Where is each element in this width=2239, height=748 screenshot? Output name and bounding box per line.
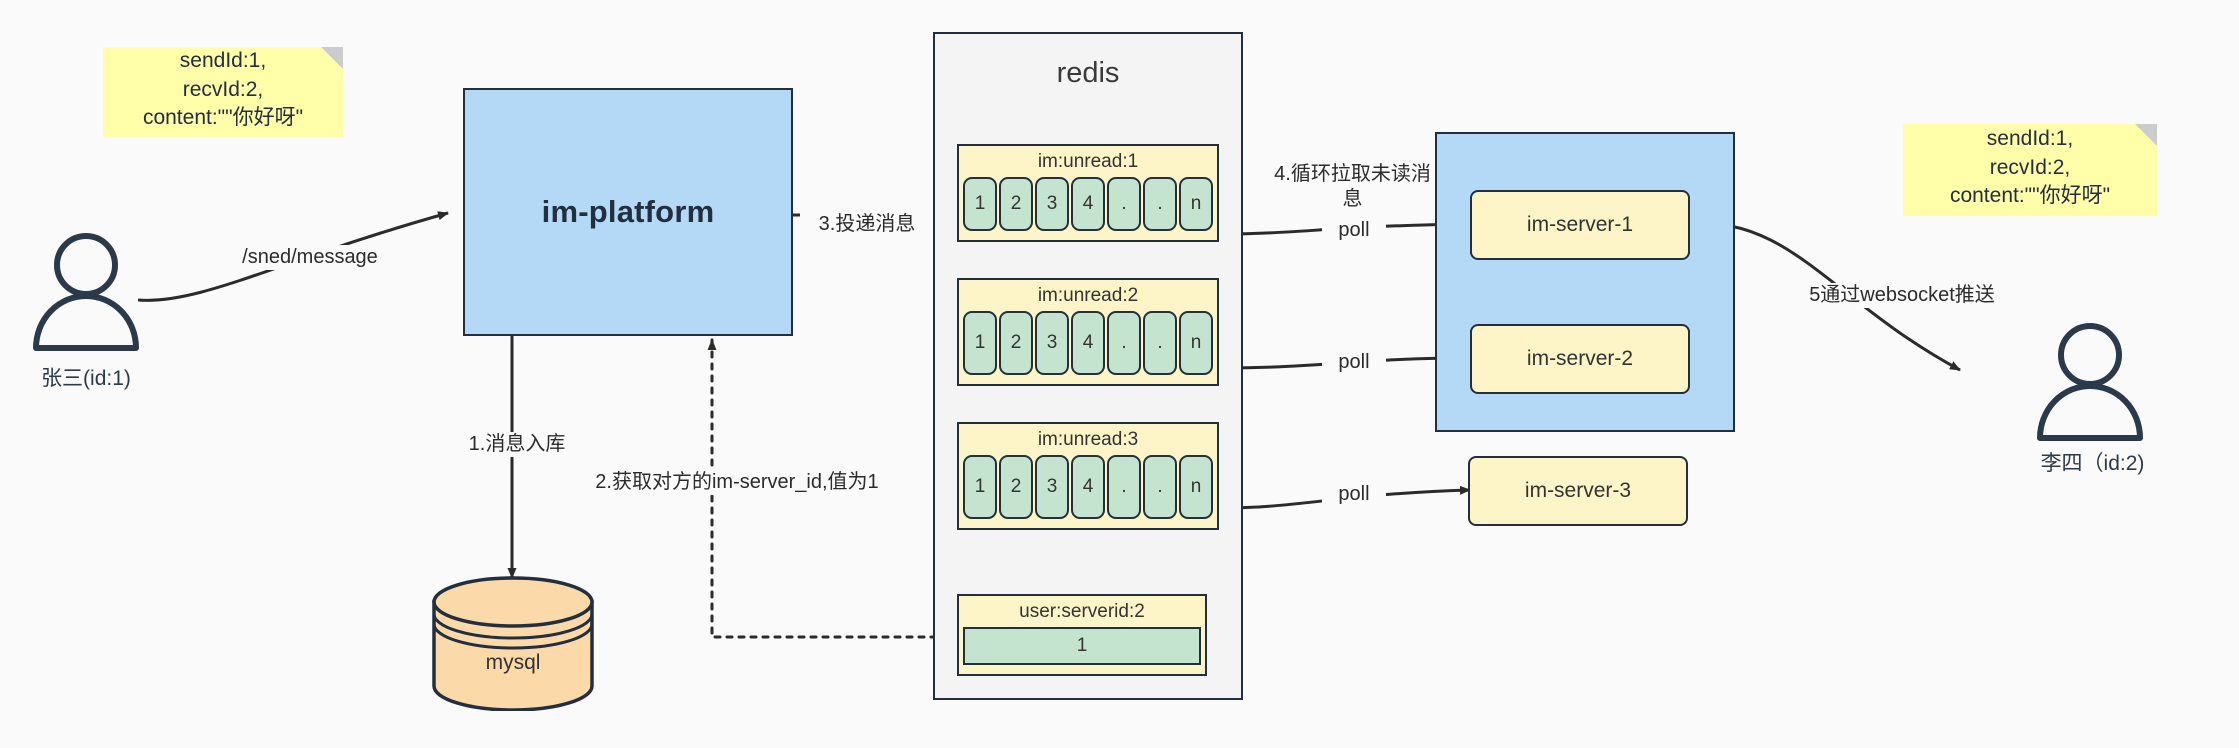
redis-cell[interactable]: . <box>1107 311 1141 375</box>
sticky-note-left: sendId:1, recvId:2, content:""你好呀" <box>103 47 343 137</box>
mysql-label-wrap: mysql <box>428 648 598 678</box>
sticky-note-left-text: sendId:1, recvId:2, content:""你好呀" <box>142 49 304 130</box>
redis-cell[interactable]: . <box>1143 177 1177 231</box>
im-server-3-box[interactable]: im-server-3 <box>1468 456 1688 526</box>
redis-cell[interactable]: n <box>1179 455 1213 519</box>
im-server-cluster: im-server-1 im-server-2 <box>1435 132 1735 432</box>
edge-label-poll-2: poll <box>1322 350 1386 375</box>
im-server-3-label: im-server-3 <box>1524 479 1632 502</box>
im-server-1-label: im-server-1 <box>1526 213 1634 236</box>
user-icon <box>33 233 139 351</box>
redis-cells-3: 1 2 3 4 . . n <box>959 455 1217 523</box>
redis-title-wrap: redis <box>935 34 1241 112</box>
database-cylinder-icon <box>432 576 594 712</box>
redis-key-block-3[interactable]: im:unread:3 1 2 3 4 . . n <box>957 422 1219 530</box>
sticky-note-right: sendId:1, recvId:2, content:""你好呀" <box>1903 124 2157 216</box>
actor-sender <box>26 230 146 360</box>
note-fold-corner-icon <box>2135 124 2157 146</box>
im-server-2-box[interactable]: im-server-2 <box>1470 324 1690 394</box>
redis-cell[interactable]: 1 <box>963 311 997 375</box>
redis-cell[interactable]: . <box>1107 177 1141 231</box>
im-server-1-box[interactable]: im-server-1 <box>1470 190 1690 260</box>
edge-label-step4: 4.循环拉取未读消 息 <box>1258 162 1447 212</box>
redis-cell[interactable]: 3 <box>1035 311 1069 375</box>
redis-cells-1: 1 2 3 4 . . n <box>959 177 1217 235</box>
user-icon <box>2037 323 2143 441</box>
redis-key-label-1: im:unread:1 <box>1037 151 1139 172</box>
edge-label-poll-1: poll <box>1322 218 1386 243</box>
redis-key-block-1[interactable]: im:unread:1 1 2 3 4 . . n <box>957 144 1219 242</box>
mysql-database[interactable]: mysql <box>428 576 598 712</box>
edge-label-step3: 3.投递消息 <box>800 212 934 237</box>
actor-receiver-label: 李四（id:2) <box>2040 452 2145 475</box>
im-platform-box[interactable]: im-platform <box>463 88 793 336</box>
redis-cell[interactable]: 2 <box>999 455 1033 519</box>
redis-cell[interactable]: . <box>1143 311 1177 375</box>
edge-label-step2: 2.获取对方的im-server_id,值为1 <box>570 470 904 495</box>
redis-cell[interactable]: 4 <box>1071 311 1105 375</box>
redis-cells-2: 1 2 3 4 . . n <box>959 311 1217 379</box>
redis-cell[interactable]: n <box>1179 311 1213 375</box>
redis-cell[interactable]: 3 <box>1035 177 1069 231</box>
redis-cell[interactable]: 1 <box>963 177 997 231</box>
redis-container: redis im:unread:1 1 2 3 4 . . n im:unrea… <box>933 32 1243 700</box>
redis-cell[interactable]: . <box>1143 455 1177 519</box>
redis-cell[interactable]: 1 <box>963 455 997 519</box>
actor-sender-label: 张三(id:1) <box>41 367 131 390</box>
redis-cell[interactable]: 3 <box>1035 455 1069 519</box>
note-fold-corner-icon <box>321 47 343 69</box>
redis-cell[interactable]: 2 <box>999 177 1033 231</box>
redis-cell[interactable]: . <box>1107 455 1141 519</box>
edge-label-send-message: /sned/message <box>228 245 392 270</box>
edge-label-poll-3: poll <box>1322 482 1386 507</box>
actor-receiver <box>2030 320 2150 445</box>
redis-cell[interactable]: n <box>1179 177 1213 231</box>
redis-serverid-block[interactable]: user:serverid:2 1 <box>957 594 1207 676</box>
im-server-2-label: im-server-2 <box>1526 347 1634 370</box>
redis-key-label-3: im:unread:3 <box>1037 429 1139 450</box>
redis-title: redis <box>1056 56 1120 89</box>
redis-cell[interactable]: 4 <box>1071 455 1105 519</box>
sticky-note-right-text: sendId:1, recvId:2, content:""你好呀" <box>1949 127 2111 208</box>
im-platform-label: im-platform <box>541 194 715 229</box>
mysql-label: mysql <box>485 651 541 674</box>
redis-key-block-2[interactable]: im:unread:2 1 2 3 4 . . n <box>957 278 1219 386</box>
redis-key-label-2: im:unread:2 <box>1037 285 1139 306</box>
redis-cell[interactable]: 4 <box>1071 177 1105 231</box>
redis-serverid-value[interactable]: 1 <box>963 627 1201 665</box>
redis-cell[interactable]: 2 <box>999 311 1033 375</box>
edge-label-step1: 1.消息入库 <box>440 432 594 457</box>
redis-serverid-key: user:serverid:2 <box>1019 601 1145 622</box>
edge-label-step5: 5通过websocket推送 <box>1790 283 2014 308</box>
